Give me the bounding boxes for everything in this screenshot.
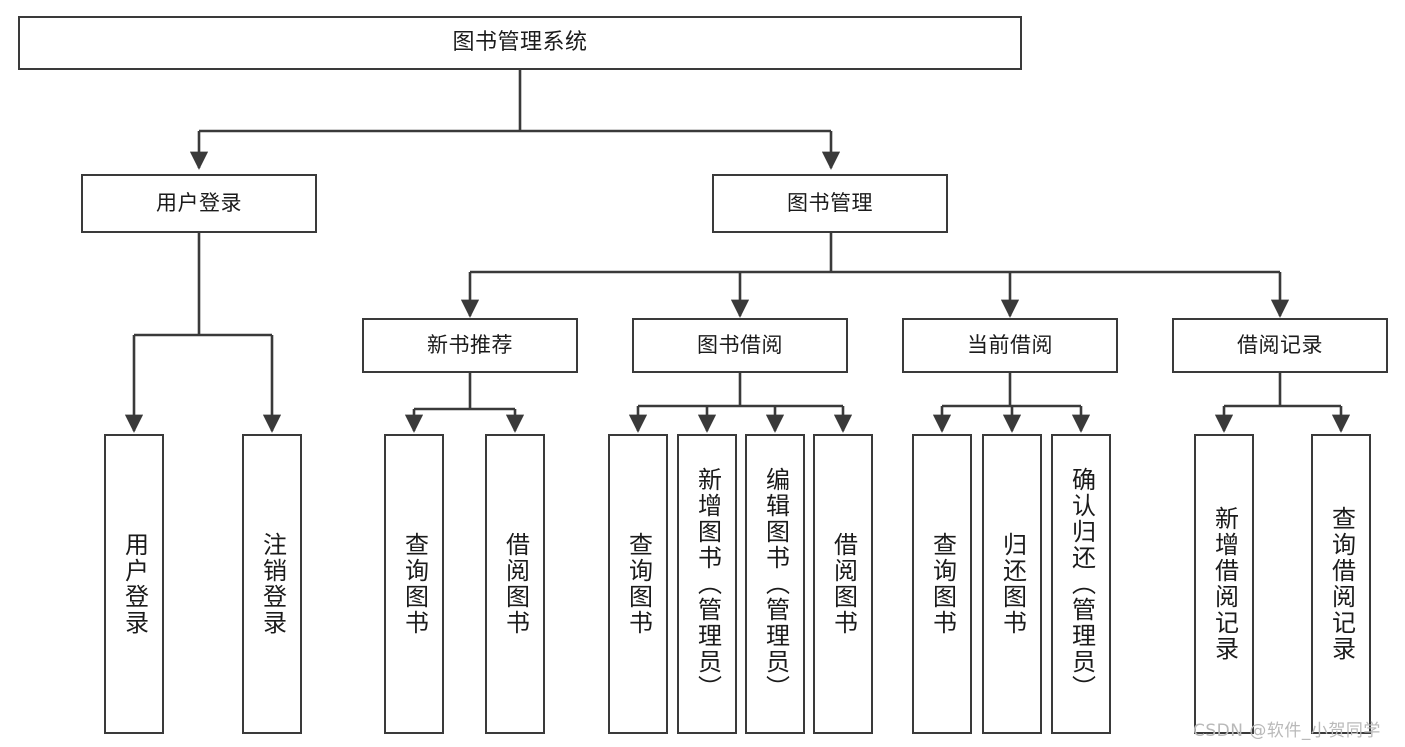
node-root-book-management-system[interactable]: 图书管理系统 [18,16,1022,70]
node-current-borrow-label: 当前借阅 [967,333,1053,358]
csdn-watermark: CSDN @软件_小贺同学 [1193,721,1381,741]
node-leaf-logout-login[interactable]: 注销登录 [242,434,302,734]
node-leaf-confirm-return-label: 确认归还（管理员） [1067,467,1096,701]
node-leaf-add-record[interactable]: 新增借阅记录 [1194,434,1254,734]
node-current-borrow[interactable]: 当前借阅 [902,318,1118,373]
node-new-book-recommend[interactable]: 新书推荐 [362,318,578,373]
node-leaf-user-login[interactable]: 用户登录 [104,434,164,734]
node-leaf-return-book[interactable]: 归还图书 [982,434,1042,734]
node-leaf-query-book-2[interactable]: 查询图书 [608,434,668,734]
node-user-login-label: 用户登录 [156,191,242,216]
node-leaf-add-book-label: 新增图书（管理员） [693,467,722,701]
node-leaf-query-book-3[interactable]: 查询图书 [912,434,972,734]
node-leaf-query-record[interactable]: 查询借阅记录 [1311,434,1371,734]
node-leaf-borrow-book-2[interactable]: 借阅图书 [813,434,873,734]
node-leaf-edit-book-label: 编辑图书（管理员） [761,467,790,701]
node-leaf-borrow-book-1[interactable]: 借阅图书 [485,434,545,734]
node-leaf-confirm-return[interactable]: 确认归还（管理员） [1051,434,1111,734]
node-leaf-query-book-1[interactable]: 查询图书 [384,434,444,734]
node-book-management-label: 图书管理 [787,191,873,216]
node-leaf-query-book-3-label: 查询图书 [928,532,957,636]
node-leaf-query-record-label: 查询借阅记录 [1327,506,1356,662]
node-leaf-edit-book[interactable]: 编辑图书（管理员） [745,434,805,734]
node-leaf-add-book[interactable]: 新增图书（管理员） [677,434,737,734]
node-leaf-logout-login-label: 注销登录 [258,532,287,636]
node-book-borrow[interactable]: 图书借阅 [632,318,848,373]
node-borrow-record-label: 借阅记录 [1237,333,1323,358]
node-leaf-add-record-label: 新增借阅记录 [1210,506,1239,662]
node-book-borrow-label: 图书借阅 [697,333,783,358]
node-leaf-borrow-book-1-label: 借阅图书 [501,532,530,636]
node-book-management[interactable]: 图书管理 [712,174,948,233]
node-leaf-borrow-book-2-label: 借阅图书 [829,532,858,636]
node-new-book-recommend-label: 新书推荐 [427,333,513,358]
node-user-login[interactable]: 用户登录 [81,174,317,233]
node-borrow-record[interactable]: 借阅记录 [1172,318,1388,373]
node-root-label: 图书管理系统 [452,30,588,56]
node-leaf-return-book-label: 归还图书 [998,532,1027,636]
node-leaf-query-book-1-label: 查询图书 [400,532,429,636]
node-leaf-user-login-label: 用户登录 [120,532,149,636]
node-leaf-query-book-2-label: 查询图书 [624,532,653,636]
